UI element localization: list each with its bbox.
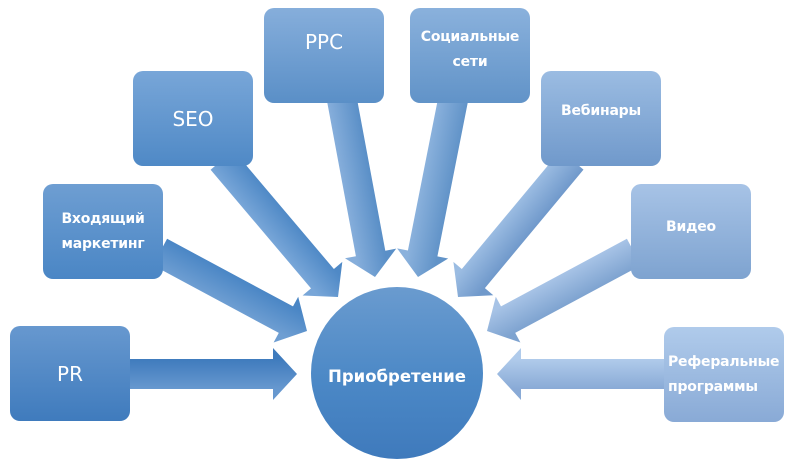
arrow-video-to-center: [487, 238, 642, 343]
arrow-inbound-to-center: [152, 238, 307, 343]
node-referral-label-line1: Реферальные: [668, 353, 780, 370]
node-referral-label-line2: программы: [668, 378, 758, 395]
node-seo: SEO: [133, 71, 253, 166]
arrow-social-to-center: [397, 97, 468, 277]
node-pr-label: PR: [57, 361, 83, 386]
node-webinars: Вебинары: [541, 71, 661, 166]
center-node-acquisition: Приобретение: [311, 287, 483, 459]
arrow-seo-to-center: [210, 150, 343, 297]
node-video-label: Видео: [666, 219, 716, 235]
node-inbound-marketing: Входящий маркетинг: [43, 184, 163, 279]
node-inbound-label-line1: Входящий: [61, 210, 145, 227]
node-seo-label: SEO: [172, 106, 214, 131]
node-referral-programs: Реферальные программы: [664, 327, 784, 422]
arrow-referral-to-center: [497, 348, 664, 400]
node-ppc: PPC: [264, 8, 384, 103]
node-inbound-label-line2: маркетинг: [61, 235, 145, 252]
node-pr: PR: [10, 326, 130, 421]
node-webinars-label: Вебинары: [561, 103, 641, 119]
node-social-label-line1: Социальные: [420, 28, 520, 45]
arrow-pr-to-center: [130, 348, 297, 400]
node-ppc-label: PPC: [304, 29, 344, 54]
arrow-webinars-to-center: [453, 150, 584, 297]
node-social-label-line2: сети: [452, 53, 488, 70]
node-social-networks: Социальные сети: [410, 8, 530, 103]
node-video: Видео: [631, 184, 751, 279]
center-node-label: Приобретение: [328, 366, 466, 386]
arrow-ppc-to-center: [327, 97, 397, 277]
